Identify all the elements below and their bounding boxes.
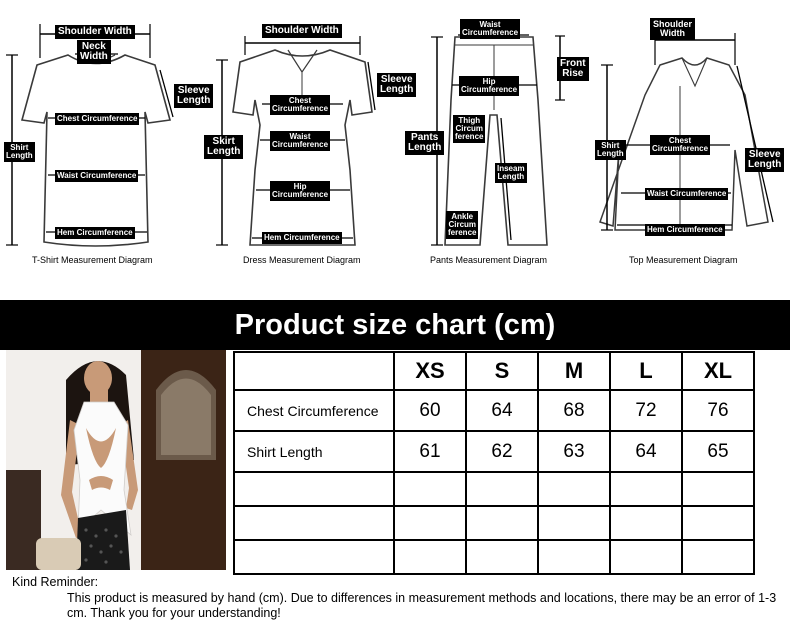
- empty-cell: [537, 539, 611, 575]
- table-row: Chest Circumference 60 64 68 72 76: [233, 389, 755, 432]
- empty-cell: [393, 539, 467, 575]
- table-row: Shirt Length 61 62 63 64 65: [233, 430, 755, 473]
- empty-cell: [233, 539, 395, 575]
- chest-circumference-label: Chest Circumference: [55, 113, 140, 125]
- table-cell: 64: [465, 389, 539, 432]
- table-cell: 60: [393, 389, 467, 432]
- empty-cell: [537, 471, 611, 507]
- table-cell: 76: [681, 389, 755, 432]
- row-label: Shirt Length: [233, 430, 395, 473]
- top-diagram: Shoulder Width Shirt Length Chest Circum…: [595, 0, 790, 290]
- shoulder-width-label: Shoulder Width: [650, 18, 696, 40]
- empty-cell: [233, 505, 395, 541]
- skirt-length-label: Skirt Length: [204, 135, 244, 159]
- pants-diagram: Waist Circumference Front Rise Hip Circu…: [405, 0, 595, 290]
- shirt-length-label: Shirt Length: [595, 140, 626, 160]
- empty-cell: [681, 539, 755, 575]
- dress-diagram: Shoulder Width Sleeve Length Skirt Lengt…: [200, 0, 417, 290]
- size-chart-title: Product size chart (cm): [0, 300, 790, 350]
- tshirt-diagram: Shoulder Width Neck Width Sleeve Length …: [0, 0, 214, 290]
- waist-circumference-label: Waist Circumference: [460, 19, 521, 39]
- empty-cell: [681, 471, 755, 507]
- neck-width-label: Neck Width: [77, 40, 111, 64]
- tshirt-caption: T-Shirt Measurement Diagram: [32, 255, 153, 265]
- reminder-heading: Kind Reminder:: [12, 575, 99, 589]
- table-cell: 61: [393, 430, 467, 473]
- front-rise-label: Front Rise: [557, 57, 589, 81]
- waist-circumference-label: Waist Circumference: [55, 170, 139, 182]
- sleeve-length-label: Sleeve Length: [745, 148, 785, 172]
- size-table: XS S M L XL Chest Circumference 60 64 68…: [233, 351, 755, 575]
- empty-table-row: [233, 471, 755, 507]
- shoulder-width-label: Shoulder Width: [262, 24, 342, 38]
- empty-cell: [609, 471, 683, 507]
- hip-circumference-label: Hip Circumference: [459, 76, 520, 96]
- dress-caption: Dress Measurement Diagram: [243, 255, 361, 265]
- sleeve-length-label: Sleeve Length: [174, 84, 214, 108]
- reminder-body: This product is measured by hand (cm). D…: [67, 590, 777, 621]
- pants-length-label: Pants Length: [405, 131, 445, 155]
- table-cell: 64: [609, 430, 683, 473]
- table-cell: 63: [537, 430, 611, 473]
- waist-circumference-label: Waist Circumference: [645, 188, 729, 200]
- row-label: Chest Circumference: [233, 389, 395, 432]
- product-photo: [6, 350, 226, 570]
- kind-reminder: Kind Reminder: This product is measured …: [12, 575, 782, 622]
- empty-table-row: [233, 505, 755, 541]
- empty-cell: [465, 471, 539, 507]
- pants-caption: Pants Measurement Diagram: [430, 255, 548, 265]
- chest-circumference-label: Chest Circumference: [650, 135, 711, 155]
- size-s-header: S: [465, 351, 539, 391]
- table-cell: 65: [681, 430, 755, 473]
- empty-cell: [465, 539, 539, 575]
- empty-cell: [609, 539, 683, 575]
- hem-circumference-label: Hem Circumference: [645, 224, 725, 236]
- shirt-length-label: Shirt Length: [4, 142, 35, 162]
- size-header-row: XS S M L XL: [233, 351, 755, 391]
- hip-circumference-label: Hip Circumference: [270, 181, 331, 201]
- sleeve-length-label: Sleeve Length: [377, 73, 417, 97]
- waist-circumference-label: Waist Circumference: [270, 131, 331, 151]
- shoulder-width-label: Shoulder Width: [55, 25, 135, 39]
- size-m-header: M: [537, 351, 611, 391]
- empty-cell: [393, 505, 467, 541]
- size-xs-header: XS: [393, 351, 467, 391]
- ankle-circumference-label: Ankle Circum ference: [446, 211, 479, 239]
- empty-cell: [609, 505, 683, 541]
- table-cell: 68: [537, 389, 611, 432]
- hem-circumference-label: Hem Circumference: [262, 232, 342, 244]
- size-l-header: L: [609, 351, 683, 391]
- header-blank-cell: [233, 351, 395, 391]
- empty-cell: [393, 471, 467, 507]
- empty-table-row: [233, 539, 755, 575]
- table-cell: 62: [465, 430, 539, 473]
- hem-circumference-label: Hem Circumference: [55, 227, 135, 239]
- empty-cell: [233, 471, 395, 507]
- empty-cell: [681, 505, 755, 541]
- product-photo-illustration: [6, 350, 226, 570]
- top-caption: Top Measurement Diagram: [629, 255, 738, 265]
- inseam-length-label: Inseam Length: [495, 163, 527, 183]
- chest-circumference-label: Chest Circumference: [270, 95, 331, 115]
- thigh-circumference-label: Thigh Circum ference: [453, 115, 486, 143]
- empty-cell: [537, 505, 611, 541]
- size-xl-header: XL: [681, 351, 755, 391]
- table-cell: 72: [609, 389, 683, 432]
- empty-cell: [465, 505, 539, 541]
